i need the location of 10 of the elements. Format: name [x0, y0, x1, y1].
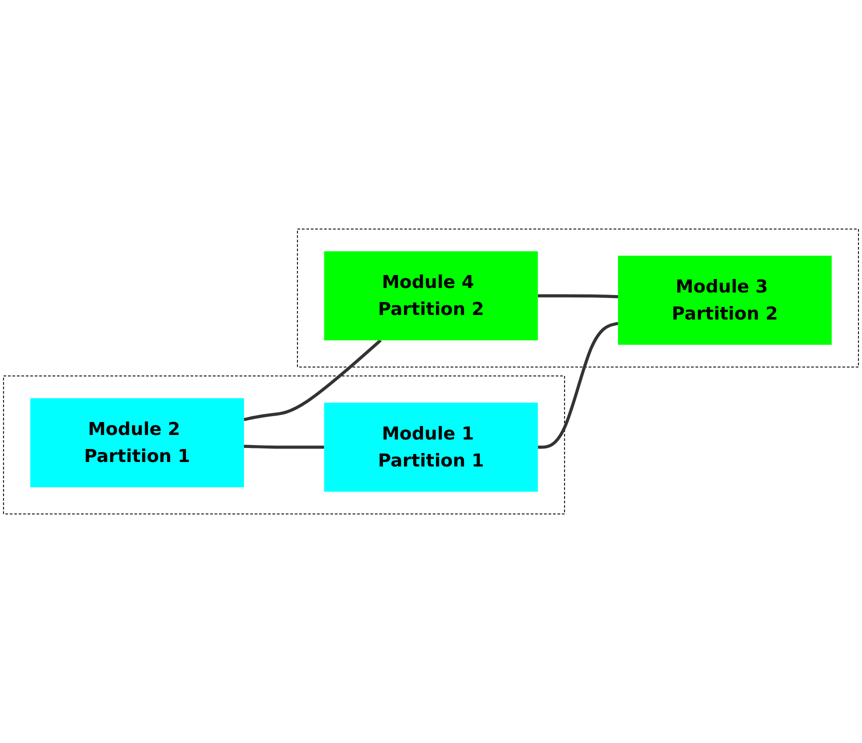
- node-box: Module 3 Partition 2: [618, 256, 832, 345]
- connector: [538, 322, 618, 449]
- connector: [538, 294, 618, 298]
- cluster: [3, 376, 566, 514]
- connector: [244, 339, 382, 422]
- connector: [244, 444, 324, 449]
- node-box: Module 1 Partition 1: [324, 402, 538, 492]
- node-box: Module 4 Partition 2: [324, 251, 538, 340]
- node-box: Module 2 Partition 1: [30, 398, 244, 488]
- cluster: [296, 228, 859, 368]
